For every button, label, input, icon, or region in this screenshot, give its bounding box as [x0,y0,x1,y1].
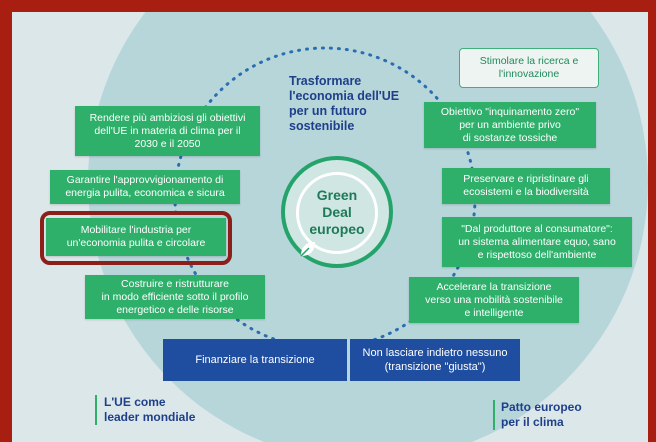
global-leader-label: L'UE come leader mondiale [104,395,195,425]
goal-line: energia pulita, economica e sicura [65,187,225,199]
goal-line: Preservare e ripristinare gli [463,173,589,185]
blue-box-line: Non lasciare indietro nessuno [362,347,508,359]
goal-line: verso una mobilità sostenibile [425,293,563,306]
center-title: Green Deal europeo [292,187,382,238]
goal-efficient-building: Costruire e ristrutturare in modo effici… [85,275,265,319]
goal-line: in modo efficiente sotto il profilo [101,290,249,303]
highlight-frame [40,211,232,265]
goal-line: per un ambiente privo [459,118,561,131]
top-title: Trasformare l'economia dell'UE per un fu… [289,74,429,134]
center-title-line: europeo [309,220,365,237]
goal-line: l'innovazione [498,68,560,80]
goal-line: Mobilitare l'industria per [80,224,192,236]
label-line: L'UE come [104,395,166,409]
just-transition-box: Non lasciare indietro nessuno (transizio… [350,339,520,381]
goal-line: 2030 e il 2050 [134,137,201,150]
goal-line: Costruire e ristrutturare [121,277,229,290]
blue-box-line: (transizione "giusta") [384,361,486,373]
label-line: per il clima [501,415,564,429]
center-title-line: Green [316,186,358,203]
goal-line: dell'UE in materia di clima per il [94,124,241,137]
left-label-bar [95,395,97,425]
goal-zero-pollution: Obiettivo "inquinamento zero" per un amb… [424,102,596,148]
top-title-line: Trasformare [289,74,362,88]
label-line: leader mondiale [104,410,196,424]
top-title-line: per un futuro [289,104,367,118]
goal-climate-ambition: Rendere più ambiziosi gli obiettivi dell… [75,106,260,156]
goal-line: energetico e delle risorse [116,303,234,316]
goal-clean-energy: Garantire l'approvvigionamento di energi… [50,170,240,204]
climate-pact-label: Patto europeo per il clima [501,400,582,430]
goal-line: ecosistemi e la biodiversità [463,186,589,198]
goal-line: Obiettivo "inquinamento zero" [440,105,580,118]
goal-research-innovation: Stimolare la ricerca e l'innovazione [459,48,599,88]
goal-farm-to-fork: "Dal produttore al consumatore": un sist… [442,217,632,267]
goal-line: Accelerare la transizione [436,280,552,293]
leaf-icon [300,242,315,257]
top-title-line: l'economia dell'UE [289,89,400,103]
blue-box-line: Finanziare la transizione [195,354,315,366]
goal-sustainable-mobility: Accelerare la transizione verso una mobi… [409,277,579,323]
goal-industry-circular: Mobilitare l'industria per un'economia p… [46,218,226,256]
right-label-bar [493,400,495,430]
goal-line: Stimolare la ricerca e [479,55,579,67]
goal-line: e intelligente [464,306,524,319]
goal-line: di sostanze tossiche [462,131,558,144]
goal-line: un'economia pulita e circolare [66,237,206,249]
goal-line: e rispettoso dell'ambiente [477,248,597,261]
top-title-line: sostenibile [289,119,355,133]
center-title-line: Deal [322,203,352,220]
finance-transition-box: Finanziare la transizione [163,339,347,381]
center-white-ring [296,172,378,254]
goal-line: Rendere più ambiziosi gli obiettivi [89,111,246,124]
goal-line: "Dal produttore al consumatore": [461,222,613,235]
goal-line: Garantire l'approvvigionamento di [66,174,224,186]
label-line: Patto europeo [501,400,582,414]
goal-line: un sistema alimentare equo, sano [458,235,616,248]
diagram-panel: Trasformare l'economia dell'UE per un fu… [12,12,648,442]
goal-ecosystems: Preservare e ripristinare gli ecosistemi… [442,168,610,204]
